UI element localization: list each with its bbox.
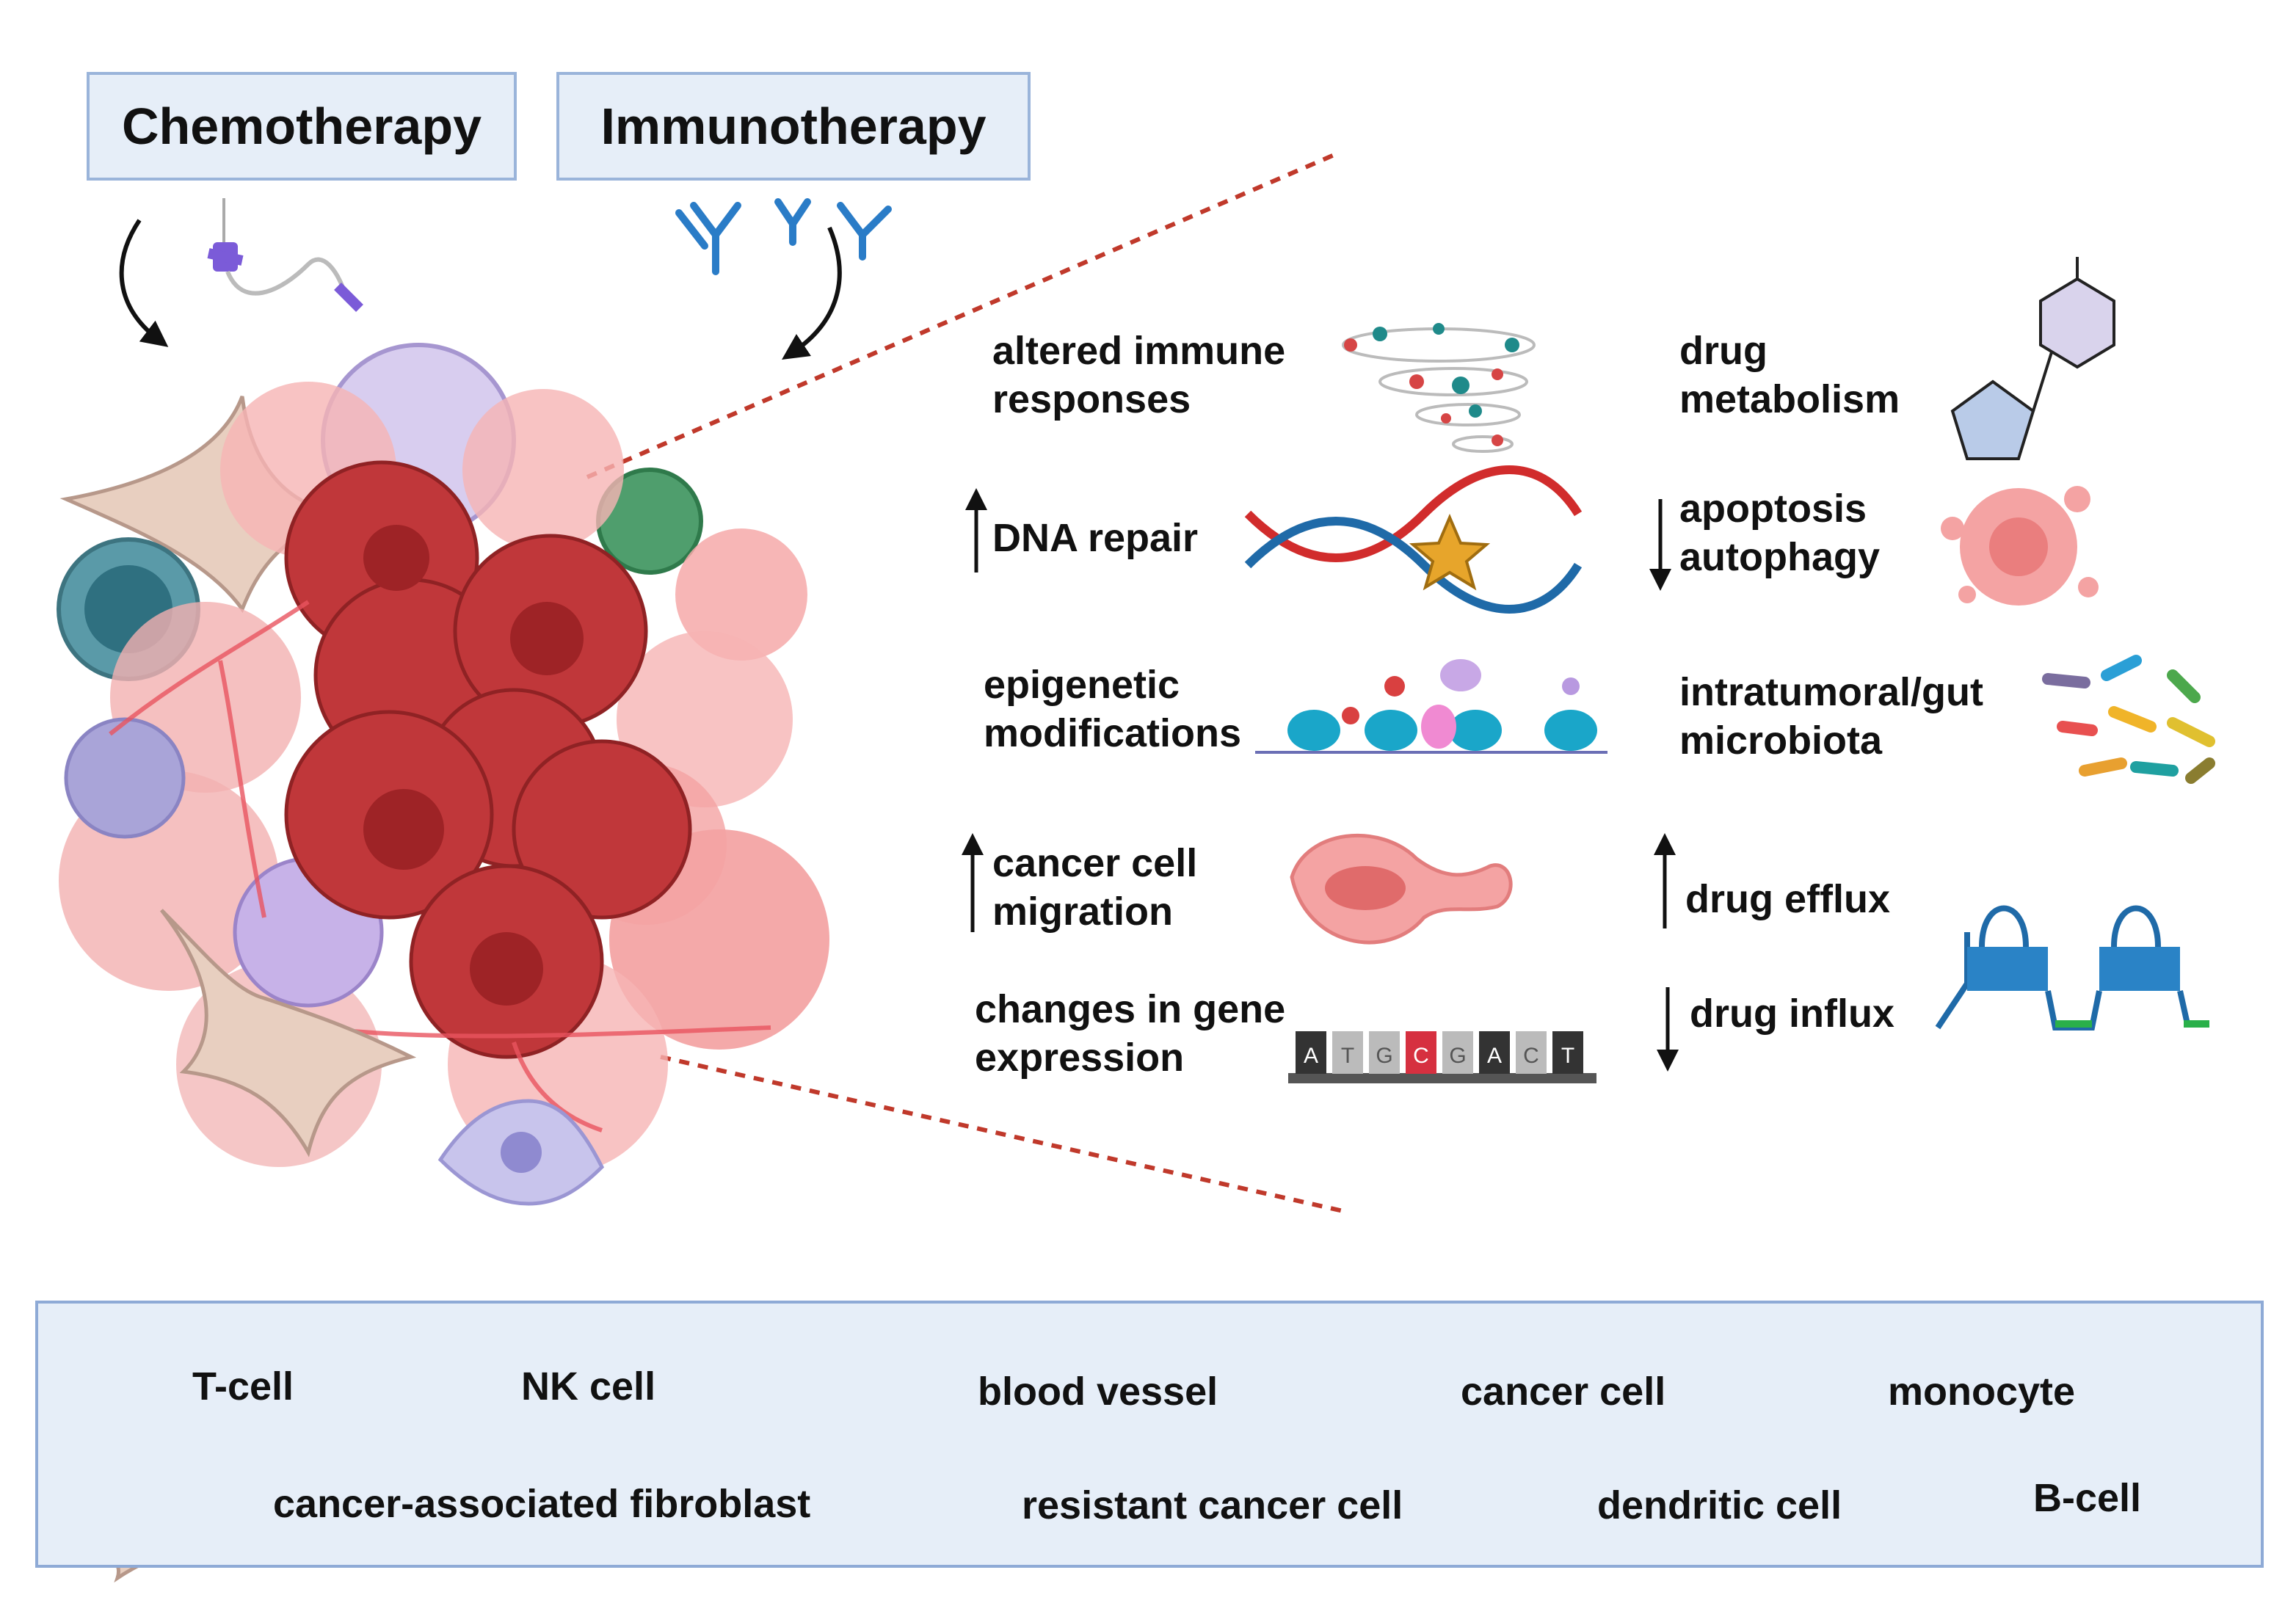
chemotherapy-label: Chemotherapy — [87, 72, 517, 181]
base-letter: A — [1487, 1044, 1502, 1068]
base-tile — [1296, 1031, 1326, 1074]
base-tile — [1369, 1031, 1400, 1074]
base-tile — [1442, 1031, 1473, 1074]
zoom-line-top — [586, 152, 1337, 479]
drug-influx-label: drug influx — [1690, 992, 1894, 1036]
gene-expression-line2: expression — [975, 1036, 1185, 1080]
iv-drip-icon — [207, 198, 363, 312]
drug-metabolism-label: drug metabolism — [1679, 327, 1900, 424]
apoptosis-label: apoptosis autophagy — [1679, 484, 1880, 581]
base-letter: G — [1376, 1044, 1392, 1068]
legend-caf: cancer-associated fibroblast — [273, 1482, 811, 1526]
dna-helix-icon — [1244, 465, 1583, 614]
microbiota-line1: intratumoral/gut — [1679, 670, 1983, 714]
apoptotic-cell-icon — [1941, 486, 2099, 606]
migrating-cell-icon — [1290, 833, 1513, 945]
altered-immune-line1: altered immune — [992, 329, 1286, 373]
epigenetic-line1: epigenetic — [984, 663, 1180, 707]
base-letter: C — [1413, 1044, 1429, 1068]
apoptosis-line1: apoptosis — [1679, 487, 1867, 531]
drug-efflux-label: drug efflux — [1685, 877, 1890, 921]
base-tile — [1552, 1031, 1583, 1074]
base-tile — [1516, 1031, 1547, 1074]
dna-repair-label: DNA repair — [992, 516, 1199, 560]
immuno-arrow — [782, 226, 842, 360]
antibody-icon — [675, 198, 892, 275]
gene-expression-label: changes in gene expression — [975, 985, 1285, 1082]
drug-metabolism-line2: metabolism — [1679, 377, 1900, 421]
base-letter: T — [1561, 1044, 1574, 1068]
molecule-icon — [1950, 257, 2115, 460]
epigenetic-label: epigenetic modifications — [984, 661, 1241, 757]
legend-t-cell: T-cell — [192, 1364, 294, 1408]
immune-swirl-icon — [1342, 323, 1536, 453]
zoom-line-bottom — [660, 1055, 1344, 1213]
altered-immune-line2: responses — [992, 377, 1191, 421]
microbiota-icon — [2042, 655, 2215, 784]
base-letter: G — [1449, 1044, 1466, 1068]
legend-b-cell: B-cell — [2033, 1476, 2142, 1520]
microbiota-label: intratumoral/gut microbiota — [1679, 668, 1983, 765]
epigenetic-line2: modifications — [984, 711, 1242, 755]
legend-panel — [35, 1301, 2264, 1568]
altered-immune-label: altered immune responses — [992, 327, 1285, 424]
base-tile — [1332, 1031, 1363, 1074]
migration-line2: migration — [992, 890, 1174, 934]
legend-dendritic: dendritic cell — [1597, 1483, 1842, 1527]
base-tile — [1406, 1031, 1436, 1074]
base-letter: C — [1523, 1044, 1539, 1068]
chemo-arrow — [119, 219, 169, 347]
legend-monocyte: monocyte — [1888, 1370, 2076, 1414]
legend-resistant: resistant cancer cell — [1022, 1483, 1403, 1527]
nucleosome-icon — [1255, 659, 1607, 754]
base-letter: A — [1304, 1044, 1318, 1068]
microbiota-line2: microbiota — [1679, 719, 1883, 763]
base-letter: T — [1341, 1044, 1354, 1068]
migration-label: cancer cell migration — [992, 839, 1197, 936]
immunotherapy-label: Immunotherapy — [556, 72, 1031, 181]
gene-expression-line1: changes in gene — [975, 987, 1286, 1031]
base-tile — [1479, 1031, 1510, 1074]
apoptosis-line2: autophagy — [1679, 535, 1881, 579]
drug-metabolism-line1: drug — [1679, 329, 1768, 373]
legend-blood-vessel: blood vessel — [978, 1370, 1218, 1414]
transporter-icon — [1935, 905, 2209, 1030]
migration-line1: cancer cell — [992, 841, 1198, 885]
legend-nk-cell: NK cell — [521, 1364, 656, 1408]
tumor-microenvironment — [57, 343, 829, 1206]
legend-cancer-cell: cancer cell — [1461, 1370, 1666, 1414]
